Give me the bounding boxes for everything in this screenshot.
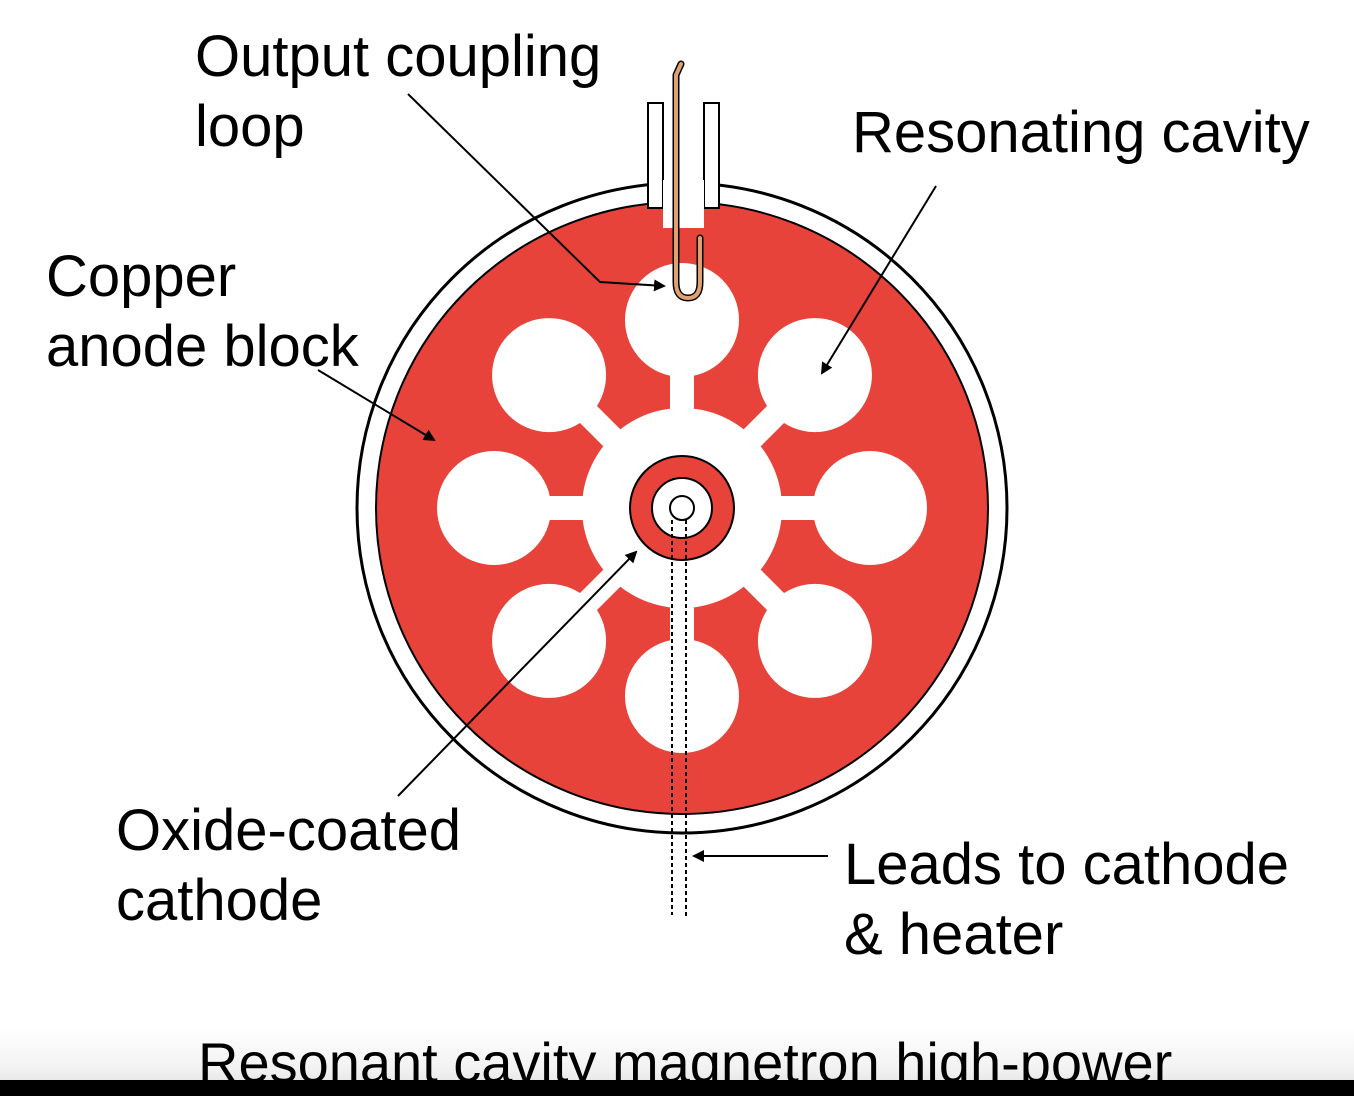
copper-anode-pointer	[317, 369, 436, 442]
oxide-cathode-line2: cathode	[116, 868, 323, 933]
oxide-cathode-line1: Oxide-coated	[116, 798, 461, 863]
resonating-cavity-text: Resonating cavity	[852, 100, 1310, 165]
copper-anode-line1: Copper	[46, 244, 237, 309]
output-coupling-line2: loop	[195, 94, 305, 159]
bottom-black-strip	[0, 1080, 1354, 1096]
resonating-cavities	[437, 263, 927, 753]
oxide-cathode-label: Oxide-coated cathode	[116, 796, 461, 936]
output-coupling-label: Output coupling loop	[195, 22, 601, 162]
cathode-leads	[671, 520, 687, 918]
leads-line2: & heater	[844, 902, 1064, 967]
leads-label: Leads to cathode & heater	[844, 830, 1289, 970]
leader-lines	[317, 93, 937, 862]
leads-line1: Leads to cathode	[844, 832, 1290, 897]
output-coupling-pointer	[407, 93, 666, 292]
oxide-cathode-pointer	[397, 550, 638, 797]
output-coupling-line1: Output coupling	[195, 24, 602, 89]
resonating-cavity-label: Resonating cavity	[852, 98, 1310, 168]
output-coupling	[647, 60, 720, 302]
cathode	[629, 455, 735, 561]
copper-anode-label: Copper anode block	[46, 242, 359, 382]
copper-anode-line2: anode block	[46, 314, 359, 379]
resonating-cavity-pointer	[820, 185, 937, 375]
